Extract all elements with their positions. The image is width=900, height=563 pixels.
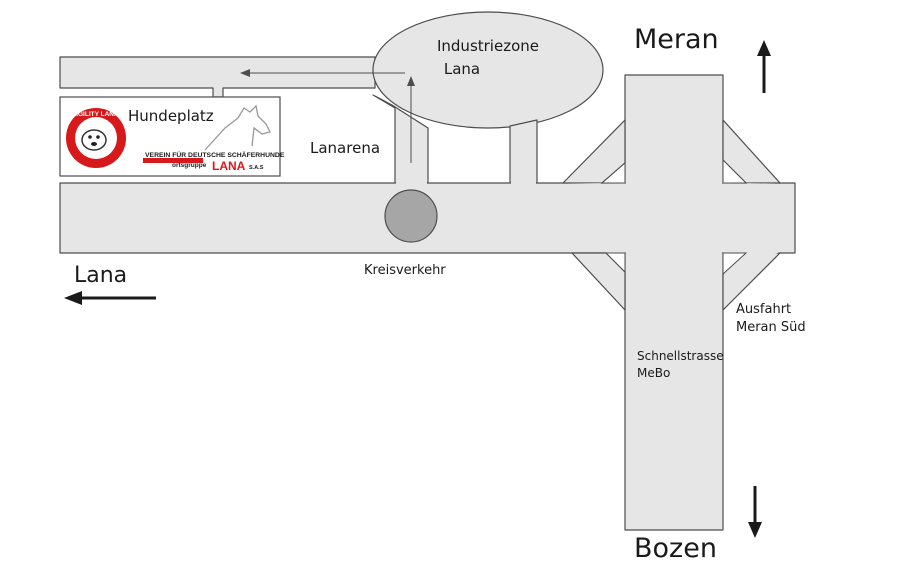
dog-eye-right [96, 135, 100, 139]
industriezone-area [372, 11, 604, 129]
island-ll [604, 252, 626, 274]
label-industriezone-1: Industriezone [437, 37, 539, 55]
arrow-up-icon [757, 40, 771, 93]
expressway-fill [626, 76, 722, 529]
label-bozen: Bozen [634, 533, 717, 563]
roundabout-icon [384, 189, 438, 243]
dog-eye-left [88, 135, 92, 139]
logo-line2: ortsgruppe [172, 162, 207, 169]
label-ausfahrt-2: Meran Süd [736, 320, 806, 335]
upper-access-road [59, 56, 376, 98]
dog-nose [91, 142, 97, 146]
industriezone-connector-right [509, 119, 538, 184]
logo-badge-text: AGILITY LANA [73, 111, 119, 118]
logo-red-bar [143, 158, 203, 163]
logo-line4: S.A.S [249, 165, 264, 171]
label-ausfahrt-1: Ausfahrt [736, 302, 791, 317]
connector-merge-right [511, 182, 536, 186]
connector-merge-left [396, 182, 427, 186]
island-ul [600, 161, 626, 184]
arrow-down-icon [748, 486, 762, 538]
label-lana-west: Lana [74, 263, 127, 288]
route-arrow-left-head [240, 69, 250, 77]
label-schnellstrasse-1: Schnellstrasse [637, 349, 724, 363]
label-hundeplatz: Hundeplatz [128, 107, 214, 125]
route-arrow-up-head [407, 76, 415, 86]
island-ur [722, 158, 748, 184]
label-schnellstrasse-2: MeBo [637, 366, 670, 380]
arrow-left-icon [64, 291, 156, 305]
agility-lana-logo: AGILITY LANA [66, 108, 126, 168]
dog-face-icon [81, 129, 107, 151]
island-lr [722, 252, 748, 276]
shepherd-dog-icon [204, 104, 271, 151]
logo-line3: LANA [212, 159, 246, 173]
logo-line1: VEREIN FÜR DEUTSCHE SCHÄFERHUNDE [145, 150, 285, 159]
label-industriezone-2: Lana [444, 60, 480, 78]
label-meran: Meran [634, 24, 719, 55]
label-lanarena: Lanarena [310, 139, 380, 157]
label-kreisverkehr: Kreisverkehr [364, 263, 446, 278]
